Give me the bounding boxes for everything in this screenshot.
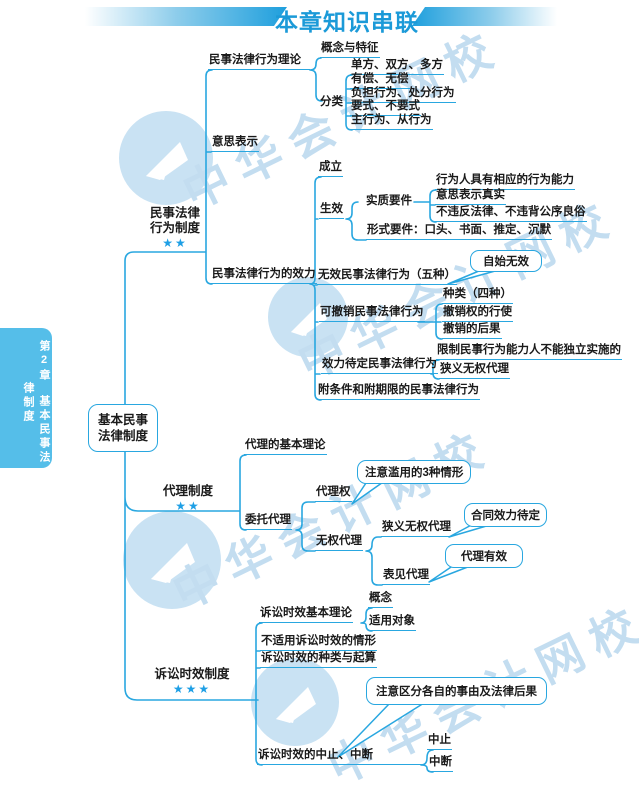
branch-label-line1: 民事法律 — [149, 206, 200, 220]
brand-logo-icon — [251, 658, 339, 746]
node-cls-item: 主行为、从行为 — [350, 114, 433, 130]
root-line1: 基本民事 — [97, 413, 148, 427]
node-limitation-item: 概念 — [368, 592, 393, 608]
node-effect: 民事法律行为的效力 — [211, 268, 317, 284]
node-shizhi-item: 意思表示真实 — [435, 189, 506, 205]
node-biaojian: 表见代理 — [382, 569, 430, 585]
branch-agency: 代理制度 ★★ — [153, 484, 223, 514]
callout-zishiwuxiao: 自始无效 — [470, 250, 542, 272]
node-cls-item: 负担行为、处分行为 — [350, 87, 456, 103]
callout-qubie: 注意区分各自的事由及法律后果 — [366, 677, 547, 705]
node-wuxiao: 无效民事法律行为（五种） — [317, 269, 457, 285]
brand-logo-icon — [119, 111, 213, 205]
header-ribbon-left — [85, 7, 287, 26]
node-weituo: 委托代理 — [244, 514, 292, 530]
node-bushiyong: 不适用诉讼时效的情形 — [260, 635, 377, 651]
branch-civil-act: 民事法律 行为制度 ★★ — [140, 206, 210, 251]
star-rating: ★★★ — [172, 682, 212, 696]
node-xiayi: 狭义无权代理 — [381, 521, 452, 537]
chapter-number: 第2章 — [38, 340, 50, 383]
node-classification: 分类 — [320, 96, 343, 108]
node-kechexiao: 可撤销民事法律行为 — [319, 306, 425, 322]
node-shizhi-item: 行为人具有相应的行为能力 — [435, 174, 575, 190]
callout-youxiao: 代理有效 — [445, 544, 523, 568]
connector-lines — [124, 57, 443, 773]
node-xiaoli-item: 狭义无权代理 — [439, 363, 510, 379]
node-cls-item: 要式、不要式 — [350, 100, 421, 116]
node-kechexiao-item: 撤销权的行使 — [442, 306, 513, 322]
node-theory: 民事法律行为理论 — [208, 54, 310, 70]
node-yisi: 意思表示 — [211, 136, 259, 152]
chapter-title: 基本民事法律制度 — [22, 381, 50, 466]
node-xiaoli: 效力待定民事法律行为 — [321, 358, 438, 374]
branch-label: 代理制度 — [162, 484, 213, 498]
page-title: 本章知识串联 — [275, 9, 419, 35]
node-shengxiao: 生效 — [319, 203, 344, 219]
node-xiaoli-item: 限制民事行为能力人不能独立实施的 — [436, 344, 622, 360]
branch-label-line2: 行为制度 — [149, 221, 200, 235]
node-xingshi: 形式要件：口头、书面、推定、沉默 — [366, 224, 552, 240]
brand-logo-icon — [123, 511, 221, 609]
branch-label: 诉讼时效制度 — [154, 667, 230, 681]
node-limitation-theory: 诉讼时效基本理论 — [259, 607, 353, 623]
header-ribbon-right — [412, 7, 557, 26]
node-agency-theory: 代理的基本理论 — [244, 439, 327, 455]
node-kechexiao-item: 种类（四种） — [442, 288, 513, 304]
chapter-side-tab: 第2章基本民事法律制度 — [0, 328, 52, 468]
star-rating: ★★ — [162, 236, 188, 250]
node-kechexiao-item: 撤销的后果 — [442, 323, 502, 339]
node-wuquan: 无权代理 — [315, 535, 363, 551]
callout-hetong: 合同效力待定 — [464, 503, 547, 527]
node-cls-item: 有偿、无偿 — [350, 73, 410, 89]
branch-limitation: 诉讼时效制度 ★★★ — [148, 667, 236, 697]
node-shizhi-item: 不违反法律、不违背公序良俗 — [435, 206, 587, 222]
node-futiaojian: 附条件和附期限的民事法律行为 — [317, 384, 480, 400]
root-node: 基本民事 法律制度 — [88, 404, 158, 452]
node-limitation-item: 适用对象 — [368, 615, 416, 631]
callout-lanyong: 注意滥用的3种情形 — [357, 460, 472, 484]
node-zhongduan: 诉讼时效的中止、中断 — [257, 749, 423, 765]
star-rating: ★★ — [175, 499, 201, 513]
node-zhongduan-item: 中断 — [428, 756, 453, 772]
brand-logo-icon — [268, 277, 348, 357]
node-chengli: 成立 — [318, 161, 343, 177]
node-zhonglei: 诉讼时效的种类与起算 — [260, 652, 377, 668]
node-shizhi: 实质要件 — [366, 195, 412, 207]
root-line2: 法律制度 — [97, 429, 148, 443]
node-dailiquan: 代理权 — [315, 486, 352, 502]
node-zhongduan-item: 中止 — [427, 734, 452, 750]
node-cls-item: 单方、双方、多方 — [350, 59, 444, 75]
node-concept: 概念与特征 — [320, 42, 380, 58]
